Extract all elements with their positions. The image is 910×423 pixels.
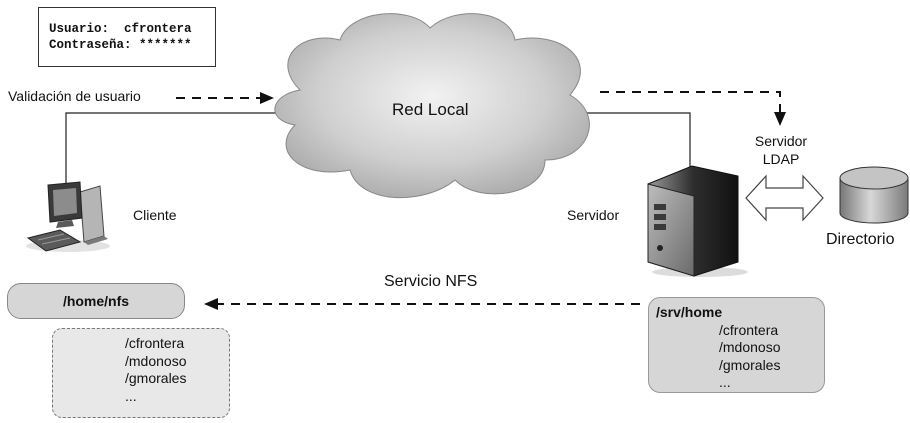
user-label: Usuario: — [49, 22, 110, 36]
client-entry: /gmorales — [125, 370, 187, 386]
server-entry: /cfrontera — [719, 321, 779, 338]
client-network-line — [65, 112, 290, 188]
password-label: Contraseña: — [49, 38, 132, 52]
ldap-query-arrow — [600, 91, 786, 126]
validation-label: Validación de usuario — [8, 88, 141, 104]
client-entry: /mdonoso — [125, 352, 187, 369]
password-value: ******* — [139, 38, 192, 52]
nfs-service-label: Servicio NFS — [384, 273, 478, 290]
server-network-line — [585, 112, 691, 168]
server-export-box: /srv/home /cfrontera /mdonoso /gmorales … — [648, 297, 825, 393]
client-entry: ... — [125, 387, 137, 404]
credentials-box: Usuario: cfrontera Contraseña: ******* — [38, 7, 216, 67]
client-directory-list: /cfrontera /mdonoso /gmorales ... — [52, 328, 230, 418]
local-network-cloud — [274, 13, 590, 199]
directory-label: Directorio — [826, 231, 895, 248]
client-label: Cliente — [133, 207, 177, 223]
client-mount-path: /home/nfs — [7, 283, 185, 319]
directory-database-icon — [839, 166, 909, 224]
ldap-sync-arrow — [745, 174, 824, 222]
validation-arrow — [176, 92, 274, 104]
user-value: cfrontera — [124, 22, 192, 36]
ldap-server-label-line1: Servidor — [754, 133, 808, 149]
server-entry: /gmorales — [719, 356, 781, 373]
server-export-path: /srv/home — [656, 304, 723, 320]
server-label: Servidor — [567, 207, 620, 223]
network-label: Red Local — [392, 100, 469, 119]
server-tower-icon — [647, 165, 748, 277]
ldap-server-label: Servidor LDAP — [750, 132, 812, 168]
client-computer-icon — [26, 181, 110, 252]
credentials-password-row: Contraseña: ******* — [49, 37, 215, 53]
server-entry: ... — [719, 374, 731, 390]
credentials-user-row: Usuario: cfrontera — [49, 21, 215, 37]
nfs-service-arrow — [204, 298, 640, 310]
ldap-server-label-line2: LDAP — [762, 151, 800, 167]
server-entry: /mdonoso — [719, 339, 781, 355]
client-entry: /cfrontera — [125, 335, 185, 351]
